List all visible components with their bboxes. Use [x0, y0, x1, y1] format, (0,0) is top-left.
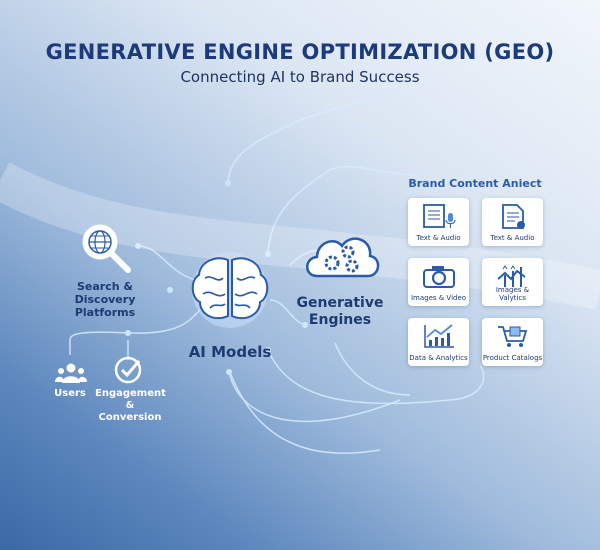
- users-label: Users: [54, 388, 86, 399]
- card-label: Text & Audio: [416, 234, 461, 242]
- content-card-images-video[interactable]: Images & Video: [408, 258, 469, 306]
- content-card-data-analytics[interactable]: Data & Analytics: [408, 318, 469, 366]
- engagement-conversion-label: Engagement & Conversion: [95, 388, 166, 423]
- page-subtitle: Connecting AI to Brand Success: [180, 68, 420, 86]
- brain-icon: [191, 252, 269, 328]
- search-globe-icon: [82, 224, 131, 273]
- content-card-text-audio-2[interactable]: Text & Audio: [482, 198, 543, 246]
- card-label: Text & Audio: [490, 234, 535, 242]
- card-label: Data & Analytics: [409, 354, 468, 362]
- content-card-images-valytics[interactable]: Images & Valytics: [482, 258, 543, 306]
- cart-icon: [497, 326, 527, 347]
- card-label: Images & Valytics: [495, 286, 530, 302]
- users-icon: [55, 363, 87, 383]
- generative-engines-label: Generative Engines: [296, 295, 384, 328]
- document-icon: [501, 204, 525, 229]
- card-label: Product Catalogs: [482, 354, 543, 362]
- trend-arrows-icon: [496, 265, 526, 287]
- check-circle-icon: [114, 356, 142, 384]
- document-mic-icon: [422, 204, 455, 228]
- ai-models-label: AI Models: [188, 343, 272, 361]
- bar-chart-icon: [423, 324, 454, 348]
- page-title: GENERATIVE ENGINE OPTIMIZATION (GEO): [45, 40, 555, 64]
- content-card-product-catalogs[interactable]: Product Catalogs: [482, 318, 543, 366]
- search-discovery-label: Search & Discovery Platforms: [74, 280, 136, 320]
- brand-content-title: Brand Content Aniect: [408, 177, 542, 190]
- card-label: Images & Video: [410, 294, 467, 302]
- cloud-gears-icon: [306, 237, 380, 278]
- content-card-text-audio[interactable]: Text & Audio: [408, 198, 469, 246]
- camera-icon: [422, 266, 455, 288]
